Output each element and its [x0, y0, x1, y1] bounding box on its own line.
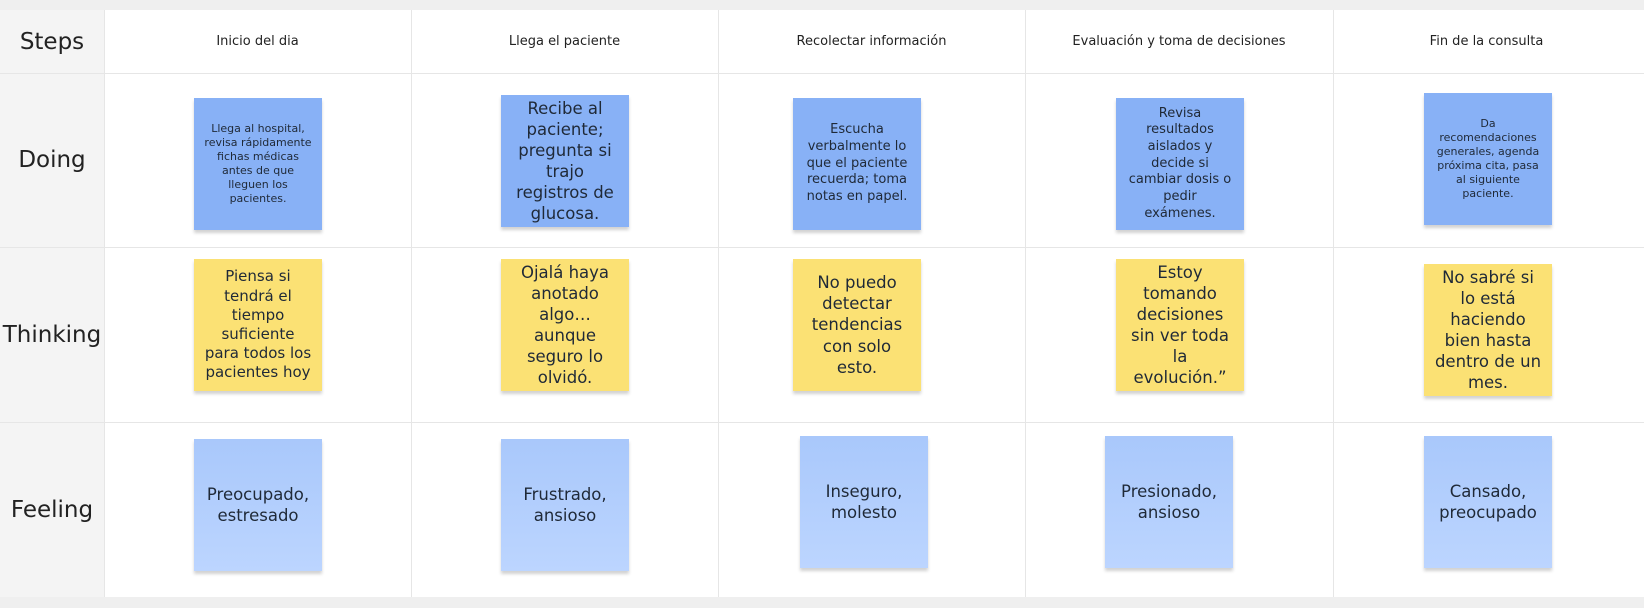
sticky-note-feeling[interactable]: Inseguro, molesto — [800, 436, 928, 568]
step-header: Evaluación y toma de decisiones — [1072, 34, 1286, 49]
sticky-note-thinking[interactable]: Ojalá haya anotado algo… aunque seguro l… — [501, 259, 629, 391]
sticky-note-doing[interactable]: Escucha verbalmente lo que el paciente r… — [793, 98, 921, 230]
row-divider — [0, 73, 1644, 74]
column-divider — [1025, 10, 1026, 597]
journey-map-board: Steps Doing Thinking Feeling Inicio del … — [0, 10, 1644, 597]
sticky-note-doing[interactable]: Da recomendaciones generales, agenda pró… — [1424, 93, 1552, 225]
step-header: Llega el paciente — [508, 34, 621, 49]
row-label-doing: Doing — [18, 147, 86, 173]
column-divider — [411, 10, 412, 597]
sticky-note-doing[interactable]: Llega al hospital, revisa rápidamente fi… — [194, 98, 322, 230]
step-header: Inicio del dia — [216, 34, 299, 49]
row-label-steps: Steps — [19, 28, 85, 55]
sticky-note-doing[interactable]: Revisa resultados aislados y decide si c… — [1116, 98, 1244, 230]
sticky-note-thinking[interactable]: Estoy tomando decisiones sin ver toda la… — [1116, 259, 1244, 391]
step-header: Recolectar información — [796, 34, 947, 49]
sticky-note-feeling[interactable]: Cansado, preocupado — [1424, 436, 1552, 568]
row-divider — [0, 422, 1644, 423]
row-label-thinking: Thinking — [2, 321, 102, 348]
column-divider — [1333, 10, 1334, 597]
sticky-note-feeling[interactable]: Preocupado, estresado — [194, 439, 322, 571]
column-divider — [104, 10, 105, 597]
sticky-note-thinking[interactable]: No puedo detectar tendencias con solo es… — [793, 259, 921, 391]
step-header: Fin de la consulta — [1429, 34, 1544, 49]
sticky-note-feeling[interactable]: Frustrado, ansioso — [501, 439, 629, 571]
sticky-note-thinking[interactable]: No sabré si lo está haciendo bien hasta … — [1424, 264, 1552, 396]
sticky-note-feeling[interactable]: Presionado, ansioso — [1105, 436, 1233, 568]
sticky-note-thinking[interactable]: Piensa si tendrá el tiempo suficiente pa… — [194, 259, 322, 391]
row-label-column — [0, 10, 104, 597]
column-divider — [718, 10, 719, 597]
row-label-feeling: Feeling — [10, 496, 94, 523]
sticky-note-doing[interactable]: Recibe al paciente; pregunta si trajo re… — [501, 95, 629, 227]
row-divider — [0, 247, 1644, 248]
